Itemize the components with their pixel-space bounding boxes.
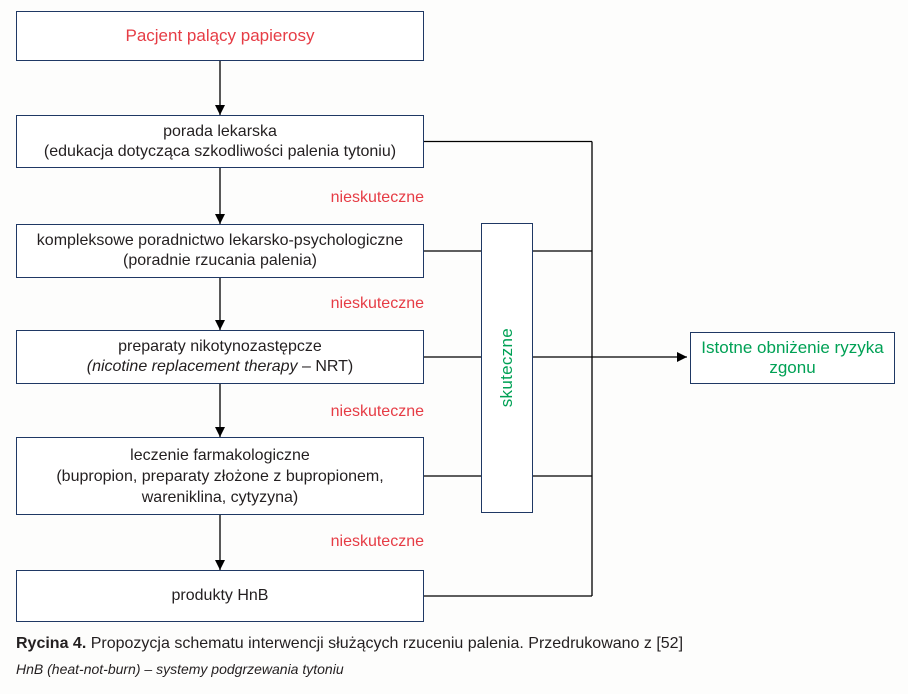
pharmacotherapy-line3: wareniklina, cytyzyna) [141,488,299,506]
patient-box: Pacjent palący papierosy [16,11,424,61]
outcome-label: Istotne obniżenie ryzyka zgonu [701,338,884,377]
hnb-products-box: produkty HnB [16,570,424,622]
medical-advice-box: porada lekarska (edukacja dotycząca szko… [16,115,424,168]
figure-caption-number: Rycina 4. [16,635,87,652]
hnb-products-label: produkty HnB [171,587,269,604]
ineffective-label-1: nieskuteczne [330,189,424,206]
effective-label: skuteczne [497,328,516,408]
pharmacotherapy-box: leczenie farmakologiczne (bupropion, pre… [16,437,424,515]
nrt-line2: (nicotine replacement therapy – NRT) [17,357,423,377]
counseling-line2: (poradnie rzucania palenia) [123,252,317,269]
pharmacotherapy-line1: leczenie farmakologiczne [130,446,310,464]
medical-advice-line1: porada lekarska [163,122,277,140]
figure-caption-text: Propozycja schematu interwencji służącyc… [90,635,684,652]
counseling-box: kompleksowe poradnictwo lekarsko-psychol… [16,224,424,278]
nrt-line2-latin: (nicotine replacement therapy [86,358,298,375]
nrt-box: preparaty nikotynozastępcze (nicotine re… [16,330,424,384]
medical-advice-line2: (edukacja dotycząca szkodliwości palenia… [43,142,397,160]
counseling-line1: kompleksowe poradnictwo lekarsko-psychol… [36,232,404,249]
ineffective-label-2: nieskuteczne [330,295,424,312]
ineffective-label-4: nieskuteczne [330,533,424,550]
ineffective-label-3: nieskuteczne [330,403,424,420]
patient-box-label: Pacjent palący papierosy [125,26,315,45]
effective-box: skuteczne [481,223,533,513]
nrt-line2-abbrev: – NRT) [297,358,354,375]
figure-caption: Rycina 4. Propozycja schematu interwencj… [16,634,776,654]
outcome-box: Istotne obniżenie ryzyka zgonu [690,332,895,384]
figure-footnote: HnB (heat-not-burn) – systemy podgrzewan… [16,661,344,677]
nrt-line1: preparaty nikotynozastępcze [118,338,322,355]
pharmacotherapy-line2: (bupropion, preparaty złożone z bupropio… [56,467,384,485]
